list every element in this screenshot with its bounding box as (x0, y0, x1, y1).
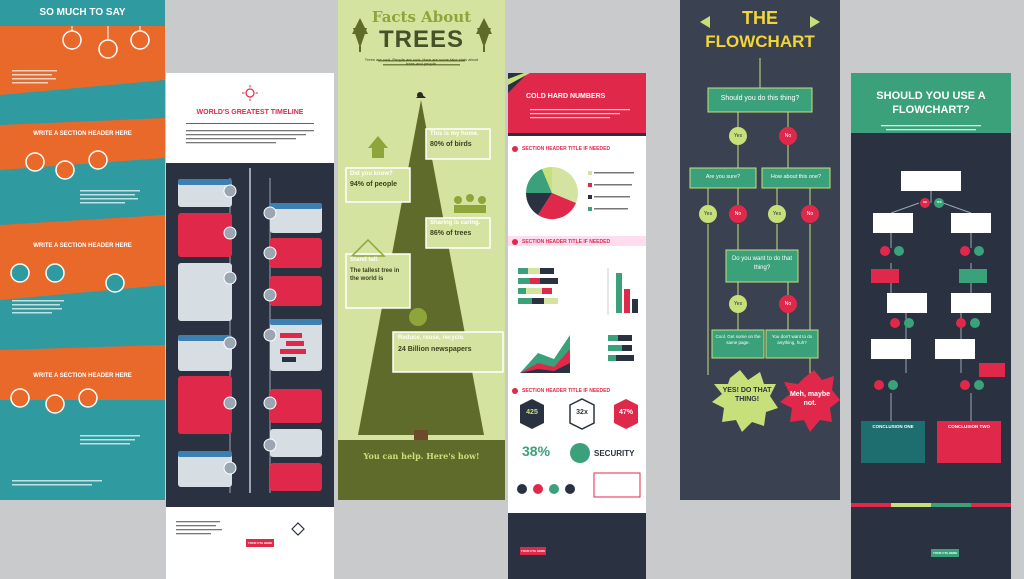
p6-c1: CONCLUSION ONE (872, 424, 914, 429)
p3-subtitle: Trees are cool. People are cool. Here ar… (364, 57, 479, 66)
p5-q2a: Are you sure? (705, 174, 741, 180)
p4-stat1: 425 (526, 409, 538, 416)
p1-title: SO MUCH TO SAY (39, 7, 126, 18)
p3-fact3-body: 86% of trees (430, 230, 472, 237)
p3-fact2-head: Did you know? (350, 171, 393, 177)
p3-fact4-head: Stand tall. (350, 257, 379, 263)
p1-decor (0, 26, 165, 500)
infographic-so-much-to-say[interactable]: SO MUCH TO SAY WRITE A SECTION HEADER HE… (0, 0, 165, 500)
p6-c2: CONCLUSION TWO (948, 424, 990, 429)
p3-fact3-head: Sharing is caring. (430, 220, 481, 226)
p5-r1: Cool. Get some on the same page. (715, 334, 761, 345)
p4-charts (508, 73, 646, 579)
p5-yes4: Yes (733, 301, 743, 307)
p3-title-small: Facts About (371, 8, 472, 26)
p5-yes3: Yes (772, 211, 782, 217)
p3-fact1-body: 80% of birds (430, 141, 472, 148)
p4-stat4: 38% (522, 443, 551, 459)
p6-title: SHOULD YOU USE A FLOWCHART? (876, 90, 986, 116)
p5-yes1: Yes (733, 133, 743, 139)
p5-yes2: Yes (703, 211, 713, 217)
p6-no1: NO (923, 201, 927, 204)
p3-fact4-body: The tallest tree in the world is (350, 268, 400, 282)
infographic-flowchart[interactable]: THE FLOWCHART Should you do this thing? … (680, 0, 840, 500)
p3-fact1-head: This is my home. (430, 131, 479, 137)
p5-title2: FLOWCHART (705, 32, 815, 51)
p5-r2: You don't want to do anything, huh? (771, 334, 813, 345)
p4-title: COLD HARD NUMBERS (526, 93, 606, 100)
p4-section1: SECTION HEADER TITLE IF NEEDED (522, 146, 611, 152)
p5-flow-lines (680, 16, 840, 500)
p5-end-yes: YES! DO THAT THING! (722, 387, 772, 403)
p5-no4: No (784, 301, 792, 307)
infographic-trees[interactable]: Facts About TREES Trees are cool. People… (338, 0, 505, 500)
sun-icon (242, 85, 258, 101)
p5-q2b: How about this one? (770, 174, 822, 180)
p5-title1: THE (742, 8, 778, 28)
p3-fact5-body: 24 Billion newspapers (398, 346, 472, 353)
p3-fact5-head: Reduce, reuse, recycle. (398, 335, 465, 341)
p2-cta-button[interactable]: YOUR CTA HERE (247, 541, 273, 545)
p3-title-big: TREES (378, 26, 464, 53)
p1-section1: WRITE A SECTION HEADER HERE (33, 131, 132, 137)
p4-section2: SECTION HEADER TITLE IF NEEDED (522, 239, 611, 245)
p4-security: SECURITY (594, 449, 635, 458)
p5-no2: No (734, 211, 742, 217)
p4-stat3: 47% (618, 409, 633, 416)
p5-end-no: Meh, maybe not. (789, 391, 831, 407)
p1-section3: WRITE A SECTION HEADER HERE (33, 373, 132, 379)
p3-fact2-body: 94% of people (350, 181, 398, 188)
p4-stat2: 32x (576, 409, 588, 416)
p5-no3: No (806, 211, 814, 217)
p3-help-heading: You can help. Here's how! (363, 451, 480, 461)
infographic-should-you-use-flowchart[interactable]: SHOULD YOU USE A FLOWCHART? NO YES CONCL… (851, 73, 1011, 579)
p6-cta-button[interactable]: YOUR CTA HERE (932, 551, 958, 555)
p4-section3: SECTION HEADER TITLE IF NEEDED (522, 388, 611, 394)
p3-tree-art (338, 18, 505, 500)
p2-title: WORLD'S GREATEST TIMELINE (196, 109, 304, 116)
infographic-cold-hard-numbers[interactable]: COLD HARD NUMBERS SECTION HEADER TITLE I… (508, 73, 646, 579)
p6-flow-lines (851, 125, 1011, 579)
p5-q1: Should you do this thing? (720, 95, 800, 102)
p2-timeline (166, 130, 334, 579)
p4-cta-button[interactable]: YOUR CTA HERE (520, 549, 546, 553)
infographic-timeline[interactable]: WORLD'S GREATEST TIMELINE (166, 73, 334, 579)
p5-q3: Do you want to do that thing? (731, 256, 793, 271)
p6-yes1: YES (936, 201, 942, 204)
p1-section2: WRITE A SECTION HEADER HERE (33, 243, 132, 249)
p5-no1: No (784, 133, 792, 139)
